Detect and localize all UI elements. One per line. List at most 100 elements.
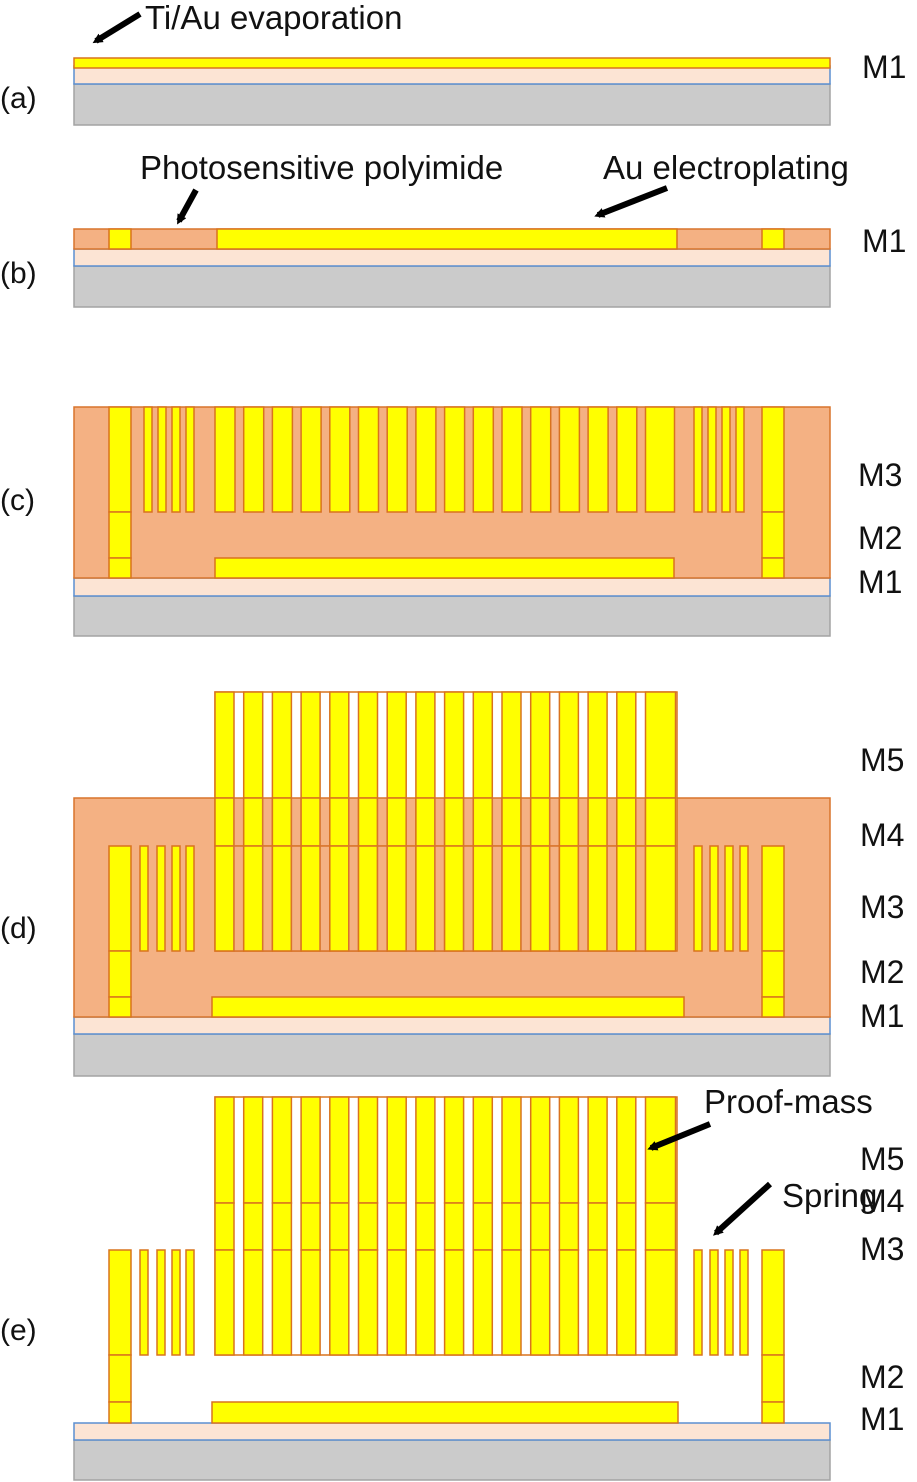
polyimide-gap <box>261 797 274 847</box>
silicon-substrate <box>73 83 831 126</box>
polyimide-gap <box>376 845 388 952</box>
proof-mass-bar <box>472 1249 494 1356</box>
proof-mass-bar <box>443 1096 465 1204</box>
spring-beam <box>693 1249 703 1356</box>
spring-beam <box>693 845 703 952</box>
annotation-au-plating: Au electroplating <box>603 149 849 186</box>
anchor-post <box>108 1354 132 1403</box>
proof-mass-bar <box>386 691 407 799</box>
polyimide-gap <box>434 845 446 952</box>
anchor-post <box>108 1249 132 1356</box>
spring-beam <box>739 845 749 952</box>
polyimide-gap <box>606 797 618 847</box>
arrow-ti-au <box>92 11 142 44</box>
proof-mass-bar <box>329 797 350 847</box>
proof-mass-bar <box>587 691 608 799</box>
comb-finger <box>386 406 408 513</box>
proof-mass-bar <box>472 797 494 847</box>
proof-mass-bar <box>558 1096 580 1204</box>
proof-mass-bar <box>644 845 677 952</box>
proof-mass-bar <box>415 845 436 952</box>
proof-mass-bar <box>616 1096 637 1204</box>
anchor-post <box>761 1354 785 1403</box>
panel-a <box>73 57 831 126</box>
polyimide-gap <box>577 845 589 952</box>
spring-beam <box>171 1249 181 1356</box>
spring-beam <box>185 845 195 952</box>
comb-finger <box>472 406 495 513</box>
polyimide-gap <box>348 845 360 952</box>
layer-label-e-m3: M3 <box>860 1231 904 1267</box>
proof-mass-bar <box>386 1249 407 1356</box>
polyimide-gap <box>606 845 618 952</box>
annotation-proof-mass: Proof-mass <box>704 1083 873 1120</box>
polyimide-gap <box>548 797 561 847</box>
ti-au-seed-layer <box>73 57 831 69</box>
proof-mass-bar <box>300 797 321 847</box>
polyimide-gap <box>319 797 331 847</box>
step-label-b: (b) <box>0 257 37 290</box>
proof-mass-bar <box>529 1249 551 1356</box>
proof-mass-bar <box>472 845 494 952</box>
proof-mass-bar <box>214 691 235 799</box>
proof-mass-bar <box>242 1202 264 1251</box>
proof-mass-bar <box>300 1202 321 1251</box>
comb-finger <box>529 406 552 513</box>
proof-mass-bar <box>472 1096 494 1204</box>
step-label-d: (d) <box>0 912 37 945</box>
proof-mass-bar <box>242 1249 264 1356</box>
proof-mass-bar <box>386 845 407 952</box>
proof-mass-bar <box>214 1249 235 1356</box>
layer-label-b-m1: M1 <box>862 223 906 259</box>
step-label-c: (c) <box>0 484 35 517</box>
comb-finger <box>357 406 380 513</box>
layer-label-d-m4: M4 <box>860 817 904 853</box>
proof-mass-bar <box>357 797 379 847</box>
anchor-pad <box>108 228 132 250</box>
proof-mass-bar <box>357 845 379 952</box>
proof-mass-bar <box>558 845 580 952</box>
proof-mass-bar <box>501 845 522 952</box>
comb-finger <box>616 406 638 513</box>
anchor-post <box>761 845 785 952</box>
spring-beam <box>724 1249 734 1356</box>
proof-mass-bar <box>501 691 522 799</box>
proof-mass-bar <box>443 1249 465 1356</box>
panel-b <box>73 228 831 308</box>
proof-mass-bar <box>242 845 264 952</box>
panel-e <box>73 1096 831 1481</box>
bottom-electrode <box>211 1401 679 1424</box>
comb-finger <box>558 406 581 513</box>
anchor-post <box>108 845 132 952</box>
comb-finger <box>644 406 676 513</box>
proof-mass-bar <box>501 797 522 847</box>
proof-mass-bar <box>357 1202 379 1251</box>
proof-mass-bar <box>501 1096 522 1204</box>
polyimide-gap <box>635 797 647 847</box>
proof-mass-bar <box>616 1249 637 1356</box>
proof-mass-bar <box>587 845 608 952</box>
anchor-post <box>108 996 132 1018</box>
polyimide-gap <box>548 845 561 952</box>
proof-mass-bar <box>271 1249 293 1356</box>
proof-mass-bar <box>242 797 264 847</box>
bottom-electrode <box>211 996 685 1018</box>
proof-mass-bar <box>558 1202 580 1251</box>
polyimide-gap <box>290 797 302 847</box>
proof-mass-bar <box>214 1202 235 1251</box>
proof-mass-bar <box>529 1202 551 1251</box>
polyimide-gap <box>635 845 647 952</box>
silicon-substrate <box>73 595 831 637</box>
polyimide-gap <box>491 797 503 847</box>
oxide-layer <box>73 1016 831 1035</box>
proof-mass-bar <box>214 1096 235 1204</box>
proof-mass-bar <box>415 1202 436 1251</box>
comb-finger <box>300 406 322 513</box>
proof-mass-bar <box>271 1202 293 1251</box>
spring-beam <box>693 406 703 513</box>
spring-beam <box>724 845 734 952</box>
spring-beam <box>185 1249 195 1356</box>
spring-beam <box>171 406 181 513</box>
polyimide-gap <box>348 797 360 847</box>
layer-label-d-m2: M2 <box>860 954 904 990</box>
